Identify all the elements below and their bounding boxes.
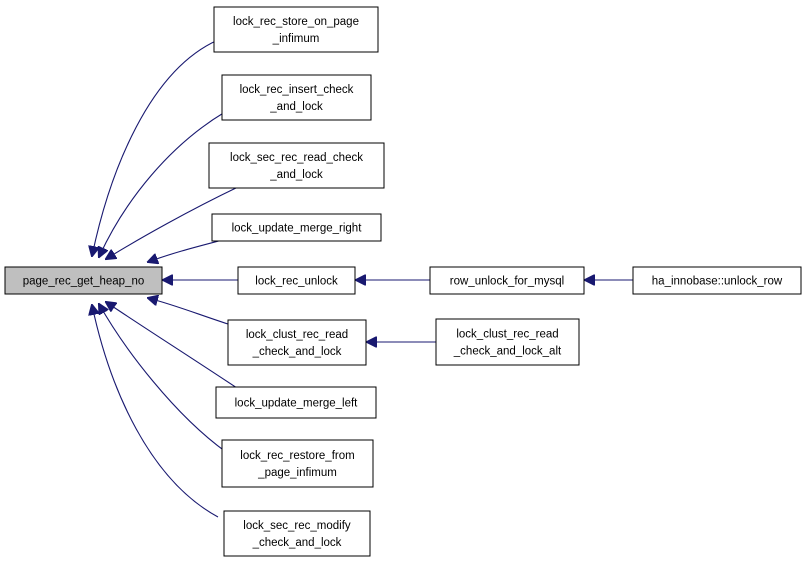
edge-lock_rec_insert_check_and_lock-to-page_rec_get_heap_no [99,111,226,257]
node-label-line: _and_lock [269,169,323,181]
node-label-line: lock_sec_rec_modify [243,520,351,532]
node-lock-rec-insert-check-and-lock[interactable]: lock_rec_insert_check _and_lock [221,74,372,121]
node-label-line: lock_clust_rec_read [456,329,558,341]
node-box [208,142,385,189]
edges-layer [92,39,633,518]
node-box [221,439,374,488]
node-lock-rec-restore-from-page-infimum[interactable]: lock_rec_restore_from _page_infimum [221,439,374,488]
node-box [435,318,580,366]
node-label-line: lock_rec_store_on_page [233,16,359,28]
edge-lock_update_merge_right-to-page_rec_get_heap_no [148,237,231,262]
node-lock-rec-unlock[interactable]: lock_rec_unlock [237,266,356,295]
node-row-unlock-for-mysql[interactable]: row_unlock_for_mysql [429,266,585,295]
node-box [223,510,371,557]
node-box [429,266,585,295]
node-label-line: lock_rec_unlock [255,276,338,288]
node-label-line: lock_update_merge_left [235,398,359,410]
edge-lock_sec_rec_modify_check_and_lock-to-page_rec_get_heap_no [92,305,219,518]
node-label-line: _and_lock [269,101,323,113]
edge-lock_rec_restore_from_page_infimum-to-page_rec_get_heap_no [99,304,227,453]
node-box [211,213,382,242]
nodes-layer: page_rec_get_heap_no lock_rec_store_on_pa… [4,6,802,557]
node-box [237,266,356,295]
node-page-rec-get-heap-no[interactable]: page_rec_get_heap_no [4,266,163,295]
node-label-line: _check_and_lock [252,537,342,549]
node-lock-update-merge-right[interactable]: lock_update_merge_right [211,213,382,242]
node-label-line: _page_infimum [257,467,337,479]
node-lock-sec-rec-modify-check-and-lock[interactable]: lock_sec_rec_modify _check_and_lock [223,510,371,557]
node-box [227,319,367,366]
node-label-line: lock_rec_insert_check [240,84,354,96]
node-box [632,266,802,295]
node-label-line: lock_update_merge_right [232,223,363,235]
node-label-line: lock_rec_restore_from [240,450,354,462]
node-label-line: _infimum [272,33,320,45]
node-lock-clust-rec-read-check-and-lock[interactable]: lock_clust_rec_read _check_and_lock [227,319,367,366]
node-box [221,74,372,121]
node-label-line: _check_and_lock_alt [453,346,562,358]
node-box [215,386,377,419]
node-ha-innobase-unlock-row[interactable]: ha_innobase::unlock_row [632,266,802,295]
edge-lock_update_merge_left-to-page_rec_get_heap_no [106,302,241,391]
node-label-line: _check_and_lock [252,346,342,358]
node-label-line: lock_sec_rec_read_check [230,152,363,164]
node-lock-sec-rec-read-check-and-lock[interactable]: lock_sec_rec_read_check _and_lock [208,142,385,189]
edge-lock_clust_rec_read_check_and_lock-to-page_rec_get_heap_no [148,298,229,325]
edge-lock_rec_store_on_page_infimum-to-page_rec_get_heap_no [92,39,219,256]
node-label-line: lock_clust_rec_read [246,329,348,341]
node-lock-update-merge-left[interactable]: lock_update_merge_left [215,386,377,419]
node-label-line: ha_innobase::unlock_row [652,276,783,288]
node-label-line: page_rec_get_heap_no [23,276,145,288]
node-box [4,266,163,295]
node-lock-rec-store-on-page-infimum[interactable]: lock_rec_store_on_page _infimum [213,6,379,53]
node-box [213,6,379,53]
node-label-line: row_unlock_for_mysql [450,276,564,288]
node-lock-clust-rec-read-check-and-lock-alt[interactable]: lock_clust_rec_read _check_and_lock_alt [435,318,580,366]
edge-lock_sec_rec_read_check_and_lock-to-page_rec_get_heap_no [106,186,239,259]
